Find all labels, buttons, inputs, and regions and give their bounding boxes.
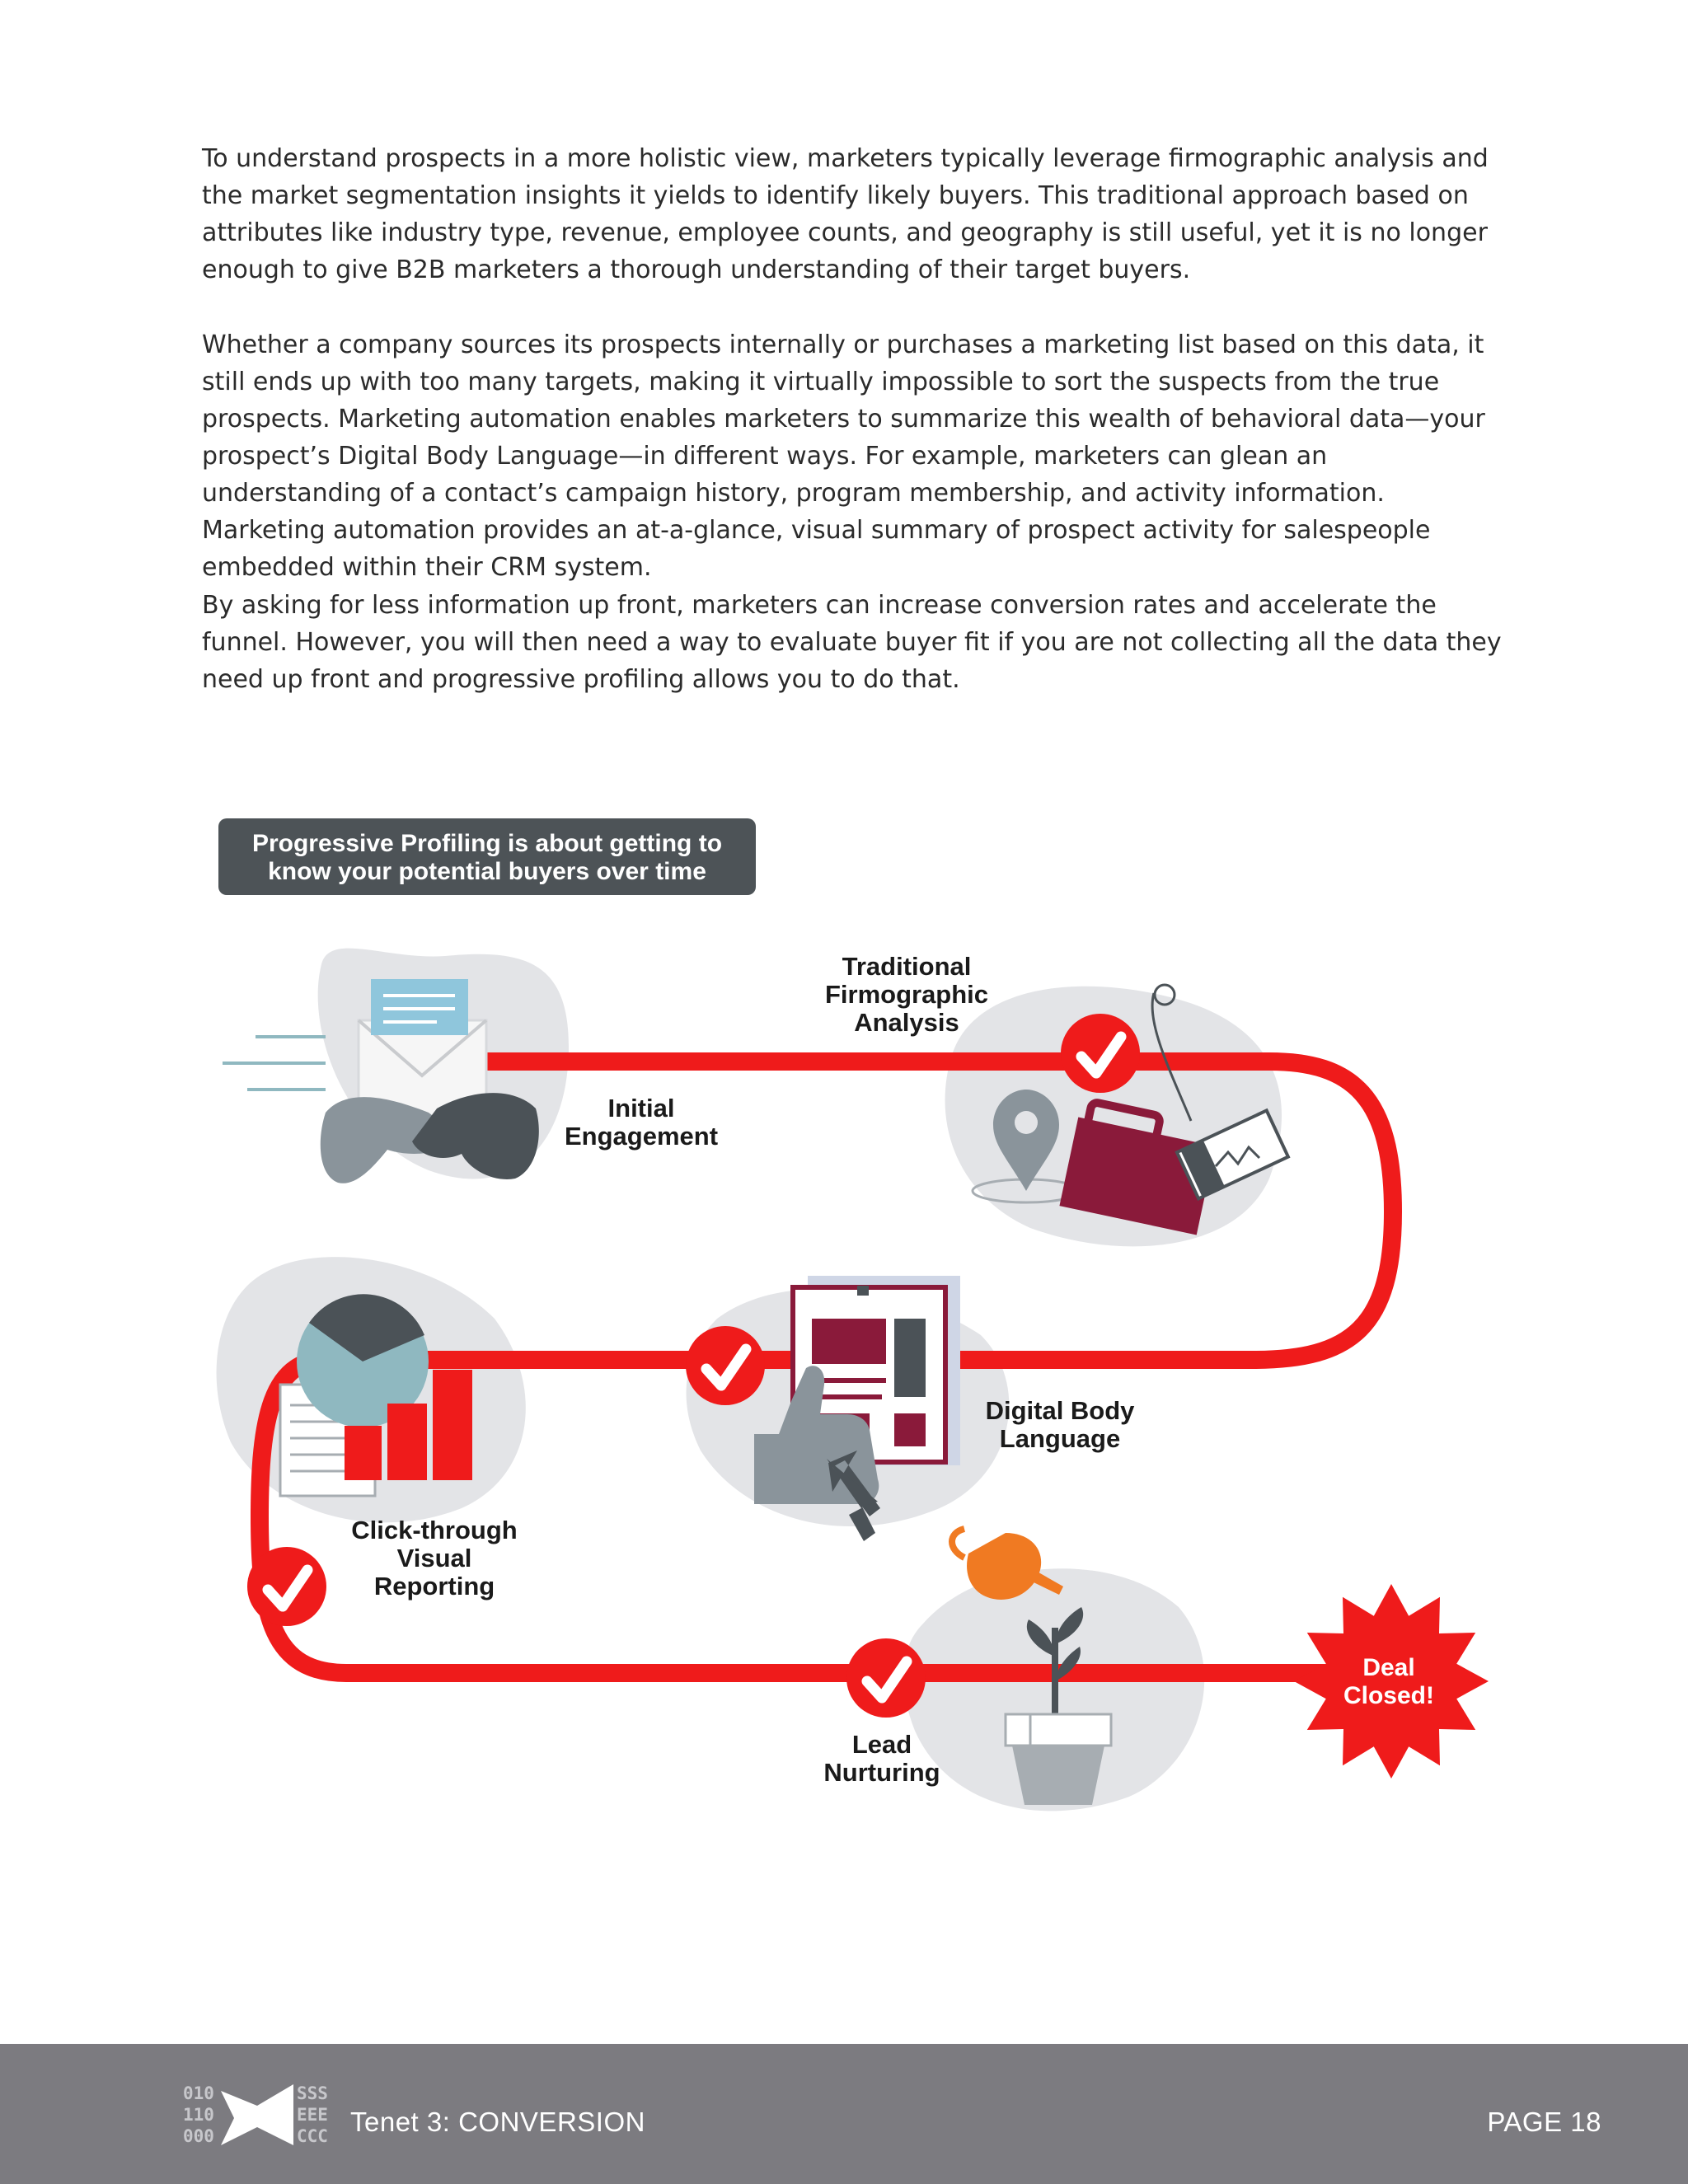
cursor-arrow-icon <box>827 1451 880 1541</box>
watering-can-icon <box>949 1526 1063 1600</box>
svg-text:Traditional: Traditional <box>842 952 972 981</box>
label-click-through: Click-through Visual Reporting <box>351 1516 518 1601</box>
page-number: PAGE 18 <box>1487 2107 1601 2137</box>
svg-text:Visual: Visual <box>397 1544 472 1572</box>
checkmark-icon <box>846 1638 926 1718</box>
svg-text:010: 010 <box>183 2083 214 2103</box>
svg-text:Engagement: Engagement <box>565 1122 718 1151</box>
svg-text:Click-through: Click-through <box>351 1516 518 1544</box>
svg-text:Closed!: Closed! <box>1343 1682 1434 1709</box>
svg-text:SSS: SSS <box>297 2083 328 2103</box>
motion-lines-icon <box>223 1035 326 1091</box>
page-footer: 010 110 000 SSS EEE CCC <box>0 2044 1688 2184</box>
label-digital-body-language: Digital Body Language <box>986 1396 1136 1453</box>
svg-text:110: 110 <box>183 2105 214 2125</box>
svg-text:Lead: Lead <box>852 1730 912 1759</box>
headline-banner: Progressive Profiling is about getting t… <box>218 818 756 895</box>
svg-text:Language: Language <box>1000 1424 1120 1453</box>
svg-text:EEE: EEE <box>297 2105 328 2125</box>
svg-text:Nurturing: Nurturing <box>823 1758 940 1787</box>
body-paragraph-2: Whether a company sources its prospects … <box>202 330 1485 582</box>
checkmark-icon <box>1061 1014 1140 1093</box>
svg-text:Digital Body: Digital Body <box>986 1396 1136 1425</box>
progressive-profiling-infographic: Progressive Profiling is about getting t… <box>216 818 1489 1811</box>
svg-text:Progressive Profiling is about: Progressive Profiling is about getting t… <box>252 830 722 857</box>
briefcase-icon <box>1059 1099 1216 1235</box>
svg-text:CCC: CCC <box>297 2126 328 2146</box>
label-initial-engagement: Initial Engagement <box>565 1094 718 1151</box>
company-logo-icon: 010 110 000 SSS EEE CCC <box>183 2083 328 2146</box>
svg-text:know your potential buyers ove: know your potential buyers over time <box>268 858 706 885</box>
label-lead-nurturing: Lead Nurturing <box>823 1730 940 1787</box>
checkmark-icon <box>686 1326 765 1405</box>
footer-section-title: Tenet 3: CONVERSION <box>350 2107 645 2137</box>
pie-chart-icon <box>297 1294 429 1427</box>
svg-text:Deal: Deal <box>1362 1654 1414 1681</box>
svg-text:Initial: Initial <box>608 1094 675 1122</box>
price-tag-icon <box>1151 983 1291 1202</box>
bar-chart-icon <box>345 1370 472 1480</box>
body-paragraph-3: By asking for less information up front,… <box>202 591 1502 694</box>
svg-text:Reporting: Reporting <box>374 1572 495 1601</box>
svg-text:Analysis: Analysis <box>854 1008 959 1037</box>
svg-text:Firmographic: Firmographic <box>825 980 988 1009</box>
plant-pot-icon <box>1004 1607 1113 1805</box>
svg-text:000: 000 <box>183 2126 214 2146</box>
deal-closed-badge: Deal Closed! <box>1294 1584 1489 1779</box>
body-paragraph-1: To understand prospects in a more holist… <box>202 144 1489 284</box>
checkmark-icon <box>247 1547 326 1626</box>
label-firmographic: Traditional Firmographic Analysis <box>825 952 988 1037</box>
handshake-icon <box>320 1093 539 1183</box>
